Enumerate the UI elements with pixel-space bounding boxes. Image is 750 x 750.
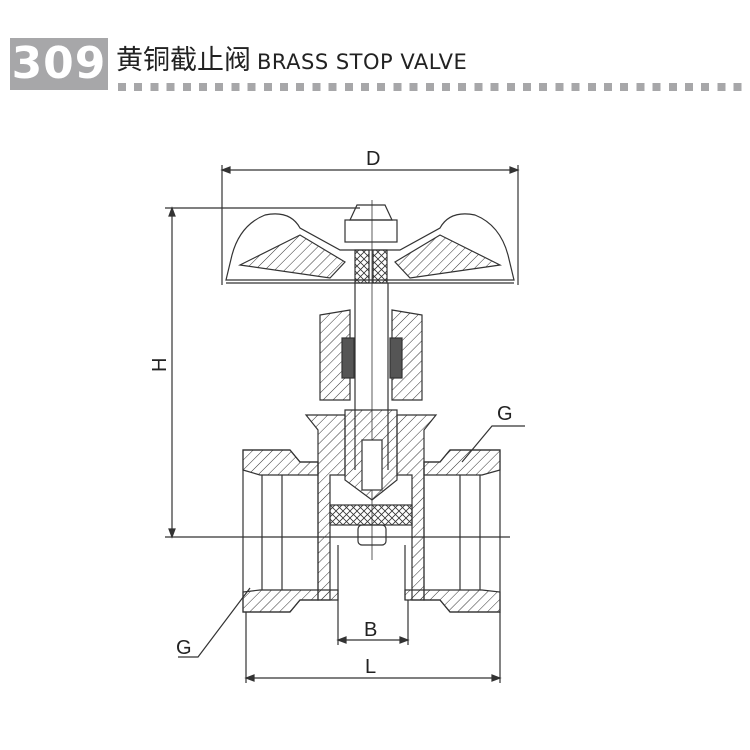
label-d: D <box>366 148 380 170</box>
top-nut <box>344 204 398 284</box>
label-b: B <box>364 619 377 641</box>
valve-disc <box>329 504 413 546</box>
dimension-h <box>165 206 510 539</box>
dimension-d <box>220 165 520 285</box>
label-h: H <box>149 358 171 372</box>
leader-g-top <box>461 425 525 463</box>
bonnet <box>304 309 438 601</box>
label-l: L <box>365 656 376 678</box>
leader-g-bottom <box>178 587 251 658</box>
title-cn: 黄铜截止阀 <box>116 45 251 76</box>
title-en: BRASS STOP VALVE <box>257 50 468 74</box>
handwheel <box>225 213 515 284</box>
model-number-badge: 309 <box>10 38 108 90</box>
label-g-bottom: G <box>176 637 192 659</box>
dimension-l <box>244 612 502 683</box>
dimension-b <box>336 600 410 645</box>
valve-body <box>242 449 501 613</box>
label-g-top: G <box>497 403 513 425</box>
dotted-divider <box>118 83 743 91</box>
